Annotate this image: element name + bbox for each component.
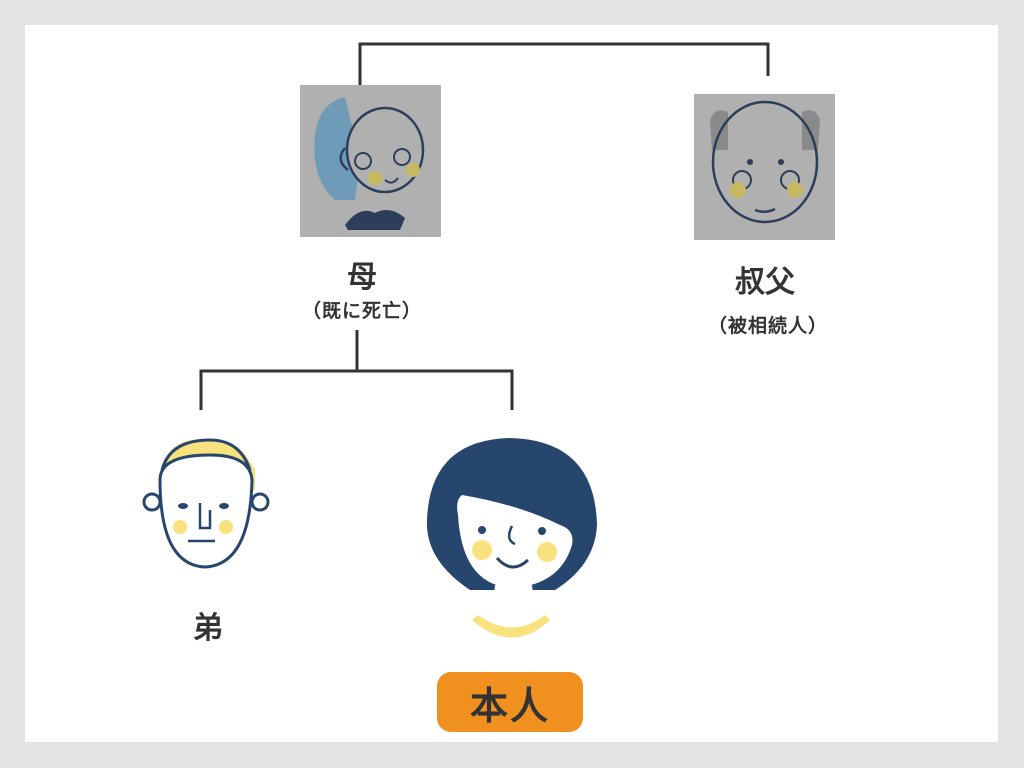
self-avatar-icon (426, 438, 597, 638)
uncle-note: （被相続人） (707, 315, 829, 337)
brother-avatar-icon (142, 438, 270, 569)
mother-name: 母 (347, 260, 377, 295)
sibling-connector-top (358, 42, 770, 85)
children-connector (199, 330, 514, 410)
uncle-name: 叔父 (735, 265, 795, 300)
brother-name: 弟 (193, 611, 223, 646)
mother-note: （既に死亡） (301, 300, 423, 322)
self-badge: 本人 (437, 672, 583, 732)
uncle-avatar-icon (694, 94, 835, 240)
mother-avatar-icon (300, 85, 441, 237)
